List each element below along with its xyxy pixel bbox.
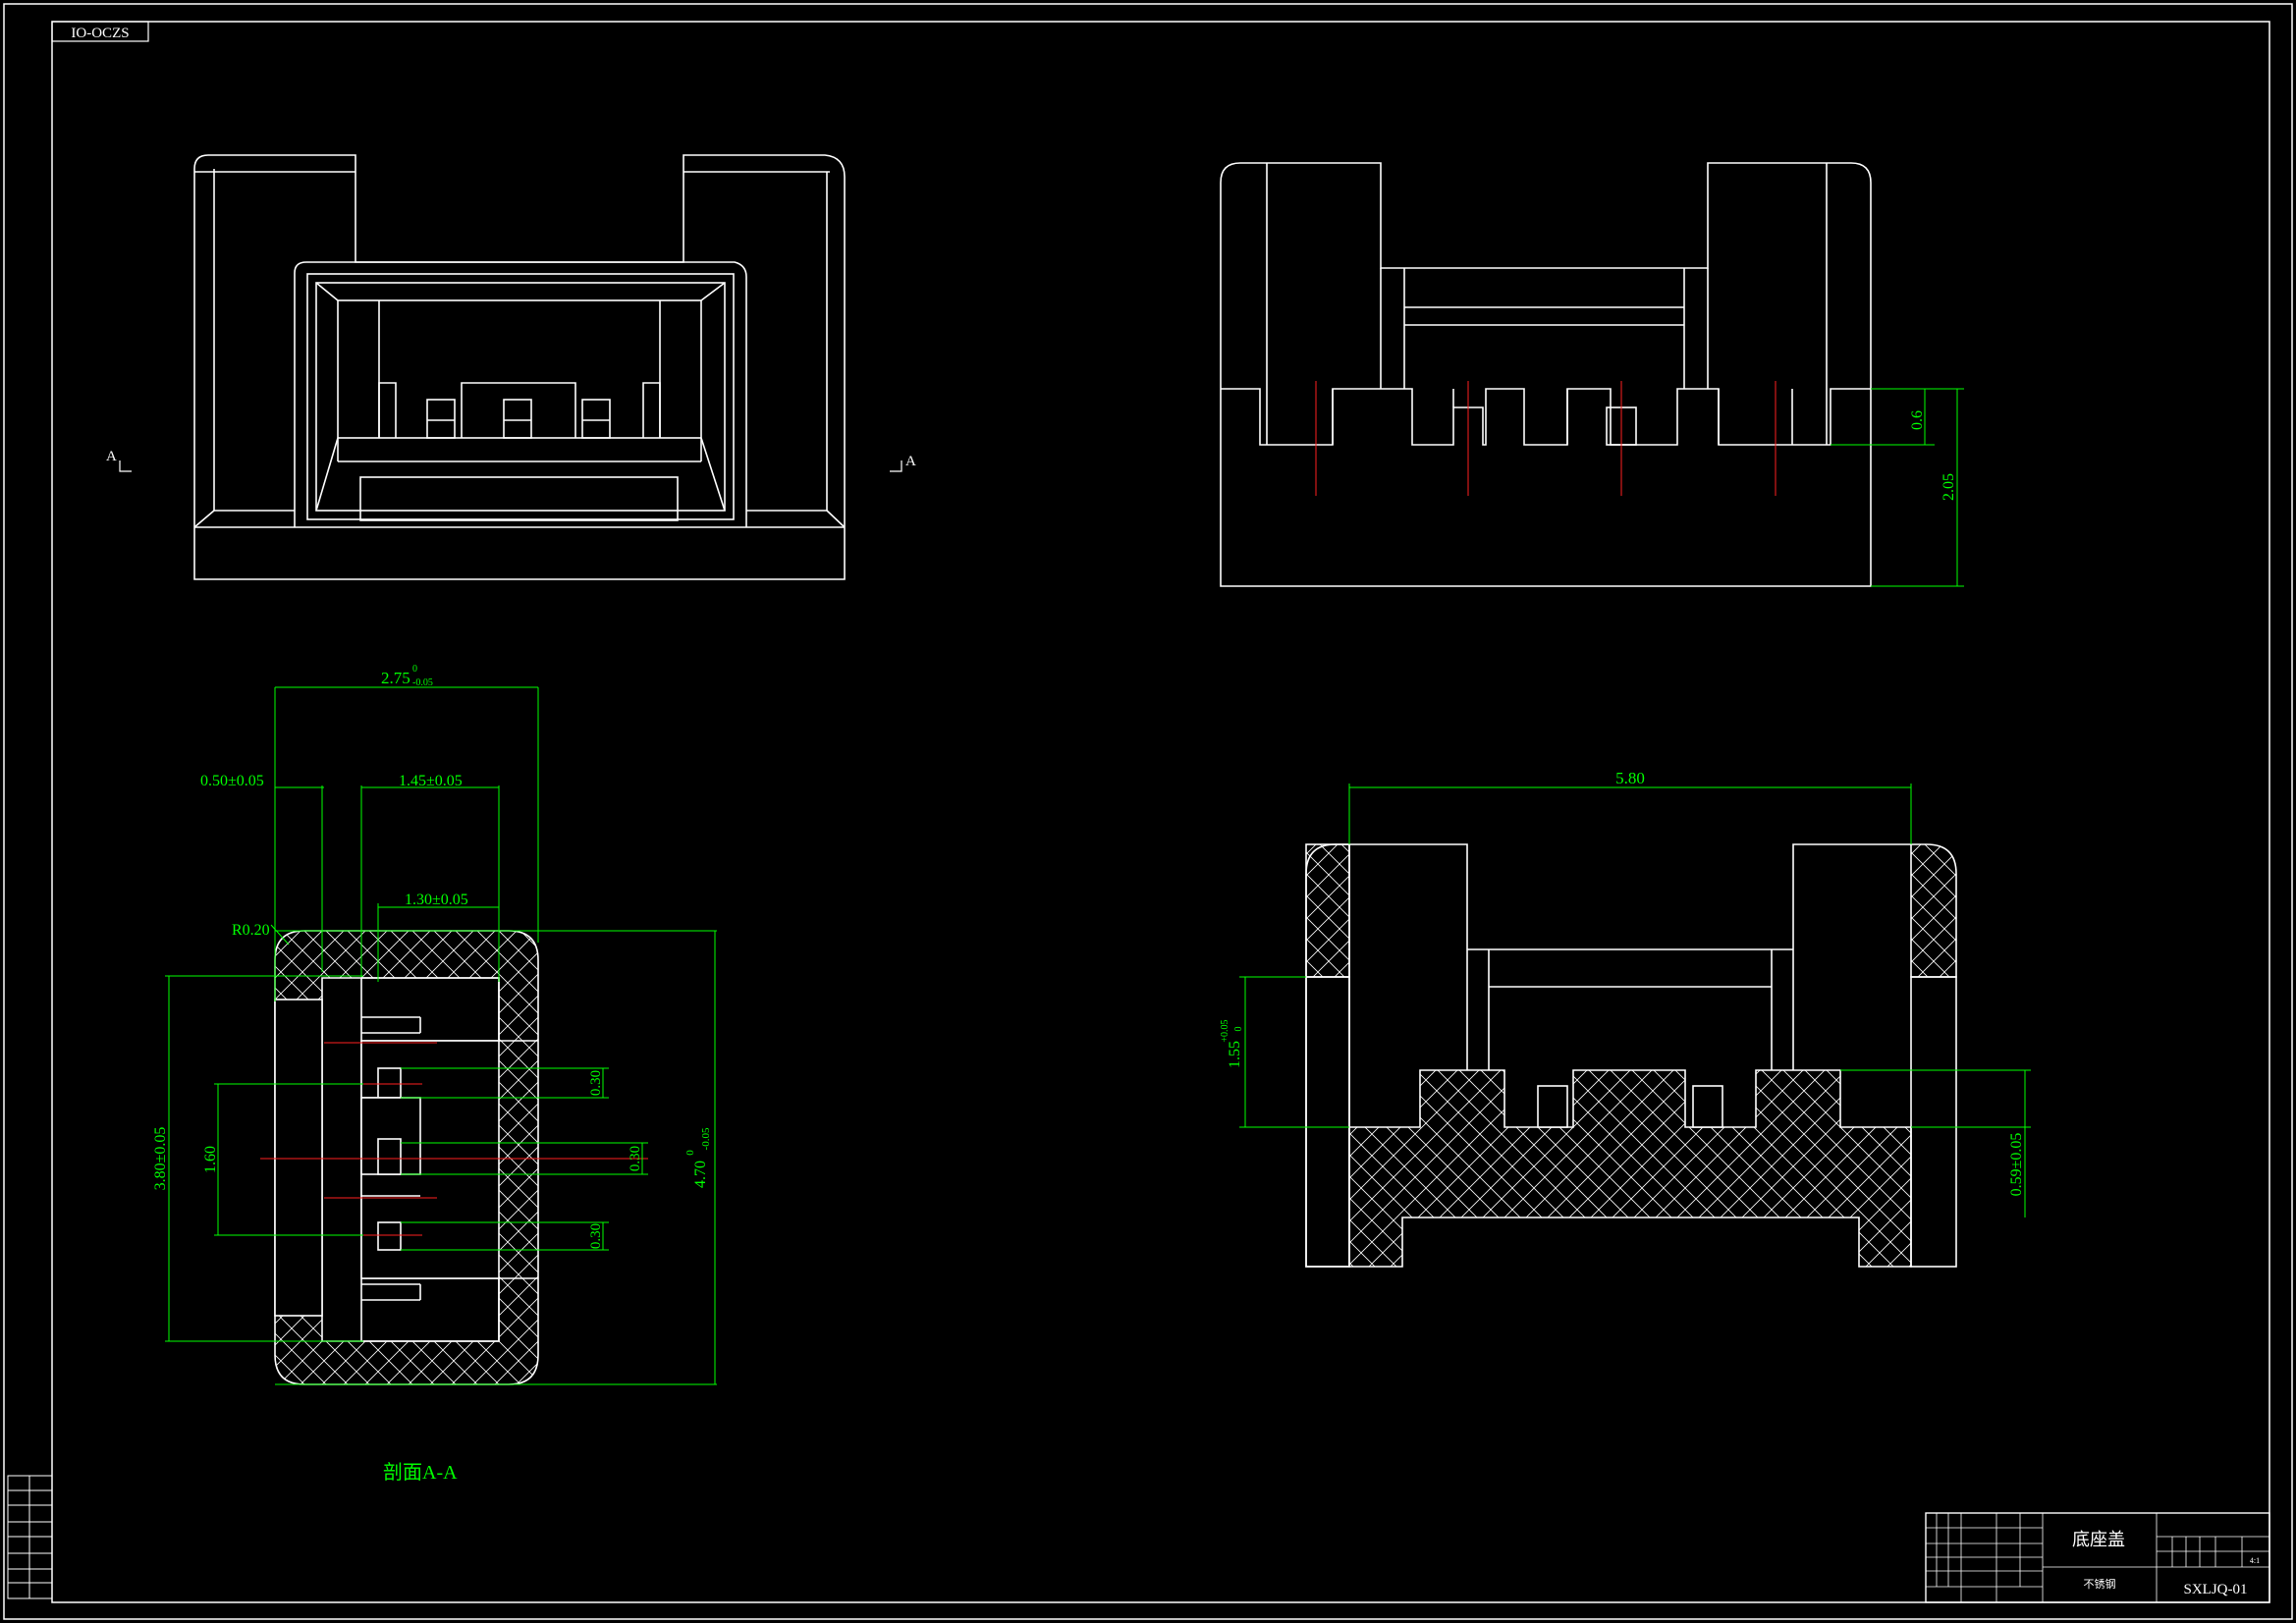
code-tag-text: IO-OCZS (71, 26, 129, 41)
section-dim-width: 2.75 0 -0.05 (381, 664, 433, 688)
dim-front-0-6: 0.6 (1909, 410, 1926, 430)
section-mark-left: A (106, 449, 132, 472)
section-mark-right: A (890, 454, 916, 472)
dim-height-outer: 3.80±0.05 (152, 1127, 169, 1191)
dim-inner-width: 1.45±0.05 (399, 773, 463, 789)
dim-bottom-right-height: 0.59±0.05 (2008, 1133, 2025, 1197)
svg-text:0: 0 (1233, 1027, 1244, 1032)
dim-front-2-05: 2.05 (1941, 473, 1957, 501)
svg-text:A: A (905, 454, 916, 469)
bottom-view (1305, 843, 1957, 1268)
svg-text:+0.05: +0.05 (1220, 1019, 1230, 1042)
dim-bottom-width: 5.80 (1615, 769, 1645, 787)
dim-radius: R0.20 (232, 922, 270, 939)
svg-text:2.75: 2.75 (381, 669, 410, 687)
title-block: 底座盖 不锈钢 SXLJQ-01 4:1 (1925, 1512, 2270, 1603)
title-drawing-number: SXLJQ-01 (2183, 1582, 2247, 1597)
svg-text:-0.05: -0.05 (700, 1127, 712, 1150)
dim-pin-1: 0.30 (588, 1070, 604, 1096)
title-scale: 4:1 (2250, 1556, 2260, 1565)
section-label: 剖面A-A (383, 1461, 458, 1484)
dim-total-height: 4.70 0 -0.05 (684, 1127, 712, 1188)
dim-slot-width: 1.30±0.05 (405, 892, 468, 908)
dim-left-offset: 0.50±0.05 (200, 773, 264, 789)
dim-height-inner: 1.60 (202, 1146, 219, 1173)
revision-strip (7, 1475, 53, 1599)
title-part-name: 底座盖 (2072, 1530, 2125, 1549)
section-view (260, 930, 648, 1385)
title-material: 不锈钢 (2084, 1578, 2116, 1591)
dim-pin-3: 0.30 (588, 1223, 604, 1249)
section-view-dimensions (165, 686, 717, 1385)
svg-text:1.55: 1.55 (1227, 1041, 1243, 1068)
dim-pin-2: 0.30 (628, 1146, 643, 1171)
bottom-view-dimensions (1239, 784, 2031, 1217)
dim-bottom-left-height: 1.55 +0.05 0 (1220, 1019, 1244, 1068)
front-view (1220, 162, 1872, 587)
sheet-border (3, 3, 2293, 1620)
front-view-centerlines (1315, 381, 1777, 496)
front-view-dimensions (1831, 388, 1964, 587)
drawing-code-tag: IO-OCZS (51, 21, 149, 42)
svg-text:A: A (106, 449, 117, 464)
svg-text:0: 0 (684, 1150, 696, 1156)
svg-text:4.70: 4.70 (692, 1161, 709, 1188)
svg-text:-0.05: -0.05 (412, 677, 433, 688)
top-view (193, 154, 846, 580)
svg-text:0: 0 (412, 664, 417, 675)
